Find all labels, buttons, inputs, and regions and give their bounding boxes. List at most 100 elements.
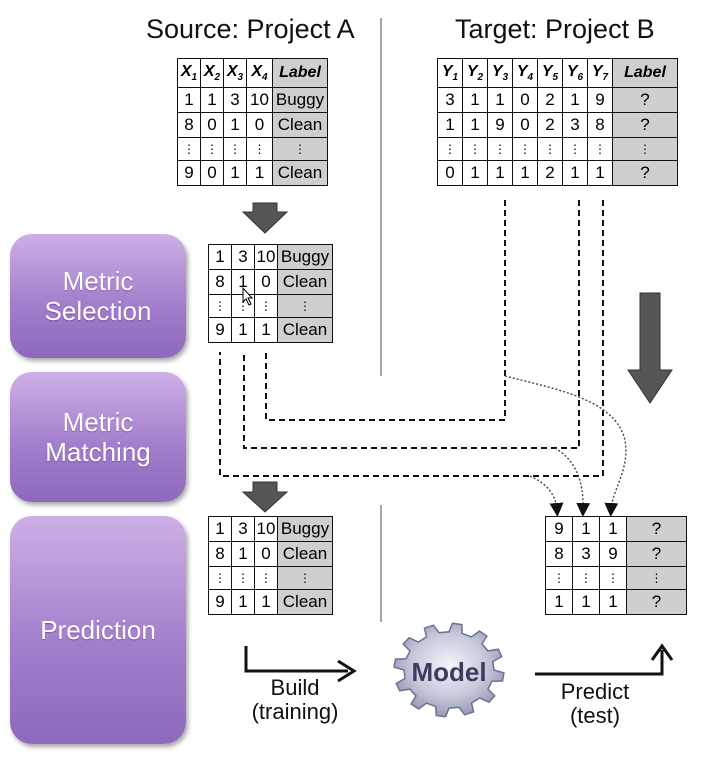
dotted-arrow-2 xyxy=(554,447,591,517)
table-cell: 9 xyxy=(208,589,232,615)
table-cell: Clean xyxy=(277,317,333,343)
dotted-arrows xyxy=(504,375,627,517)
table-cell: Clean xyxy=(277,541,333,567)
table-row: ⋮⋮⋮⋮⋮⋮⋮⋮ xyxy=(437,137,678,161)
table-cell: 10 xyxy=(246,87,273,113)
match-line-y7 xyxy=(219,200,604,477)
table-header-cell: Y6 xyxy=(562,58,588,88)
table-cell: ? xyxy=(626,516,687,542)
table-cell: 8 xyxy=(208,269,232,295)
table-cell: 8 xyxy=(587,112,613,138)
table-cell: 3 xyxy=(562,112,588,138)
gear-shape xyxy=(393,622,505,718)
table-cell: ⋮ xyxy=(537,137,563,161)
dotted-arrow-1 xyxy=(529,475,564,517)
table-cell: ? xyxy=(626,589,687,615)
stage-metric-selection-label: Metric Selection xyxy=(44,266,152,326)
match-line-y3 xyxy=(265,200,506,421)
table-header-cell: Label xyxy=(272,58,328,88)
table-cell: ⋮ xyxy=(626,566,687,590)
table-cell: 8 xyxy=(208,541,232,567)
table-cell: 1 xyxy=(512,160,538,186)
table-cell: 1 xyxy=(487,87,513,113)
table-cell: 0 xyxy=(512,87,538,113)
table-cell: 1 xyxy=(231,589,255,615)
source-title: Source: Project A xyxy=(146,14,355,44)
stage-metric-selection: Metric Selection xyxy=(10,234,186,358)
table-cell: 0 xyxy=(254,269,278,295)
table-cell: ⋮ xyxy=(437,137,463,161)
table-cell: ⋮ xyxy=(277,566,333,590)
table-cell: Clean xyxy=(272,160,328,186)
table-cell: 1 xyxy=(246,160,273,186)
table-cell: ⋮ xyxy=(462,137,488,161)
build-label: Build (training) xyxy=(240,676,350,724)
table-cell: Buggy xyxy=(272,87,328,113)
table-cell: 1 xyxy=(223,160,247,186)
stage-prediction-label: Prediction xyxy=(40,615,156,645)
table-header-cell: Y2 xyxy=(462,58,488,88)
table-row: ⋮⋮⋮⋮ xyxy=(208,294,333,318)
table-cell: ? xyxy=(612,112,678,138)
table-cell: Buggy xyxy=(277,244,333,270)
table-cell: 1 xyxy=(231,317,255,343)
table-cell: 10 xyxy=(254,244,278,270)
model-label: Model xyxy=(411,657,486,687)
table-cell: ⋮ xyxy=(254,294,278,318)
table-cell: 3 xyxy=(223,87,247,113)
table-cell: 1 xyxy=(254,589,278,615)
down-arrow-target-icon xyxy=(627,292,673,404)
table-cell: 2 xyxy=(537,87,563,113)
table-cell: ⋮ xyxy=(177,137,201,161)
table-row: ⋮⋮⋮⋮ xyxy=(208,566,333,590)
table-row: ⋮⋮⋮⋮ xyxy=(545,566,687,590)
table-cell: Clean xyxy=(277,589,333,615)
dotted-arrow-3 xyxy=(504,375,627,517)
table-cell: 1 xyxy=(562,160,588,186)
table-cell: ⋮ xyxy=(612,137,678,161)
table-cell: Clean xyxy=(272,112,328,138)
table-cell: ⋮ xyxy=(208,294,232,318)
predict-arrow-icon xyxy=(535,643,674,676)
table-cell: ? xyxy=(612,87,678,113)
stage-metric-matching: Metric Matching xyxy=(10,372,186,502)
matching-lines xyxy=(219,200,604,477)
table-header-cell: Label xyxy=(612,58,678,88)
table-cell: 1 xyxy=(254,317,278,343)
build-label-text: Build (training) xyxy=(251,675,339,724)
table-cell: Clean xyxy=(277,269,333,295)
table-cell: 1 xyxy=(545,589,573,615)
match-line-y6 xyxy=(243,200,580,449)
gear-icon xyxy=(393,622,505,718)
predict-label-text: Predict (test) xyxy=(560,679,630,728)
down-arrow-prediction-icon xyxy=(241,481,289,513)
table-cell: 3 xyxy=(231,516,255,542)
target-title: Target: Project B xyxy=(455,14,655,44)
table-cell: ⋮ xyxy=(599,566,627,590)
stage-metric-matching-label: Metric Matching xyxy=(45,407,151,467)
table-cell: 1 xyxy=(208,244,232,270)
table-cell: ⋮ xyxy=(254,566,278,590)
table-cell: 3 xyxy=(572,541,600,567)
